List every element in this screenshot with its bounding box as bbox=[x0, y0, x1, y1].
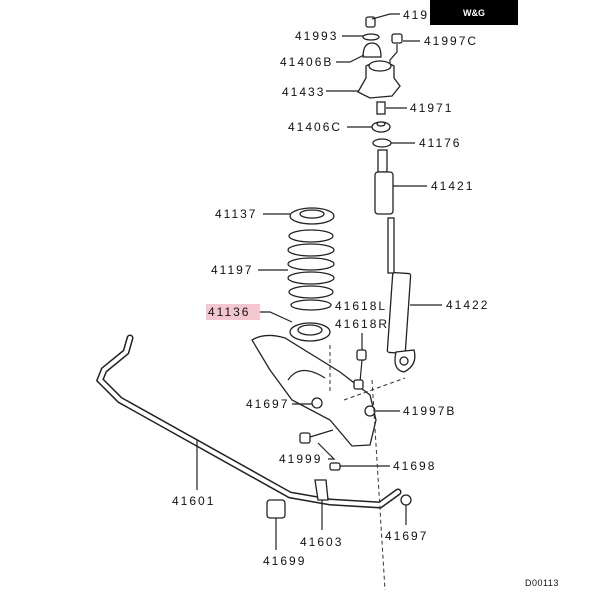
mount-part bbox=[357, 60, 401, 99]
brand-logo: W&G bbox=[430, 0, 518, 25]
bushing-part bbox=[266, 499, 286, 519]
label-41697-right: 41697 bbox=[385, 529, 428, 543]
label-41603: 41603 bbox=[300, 535, 343, 549]
label-41601: 41601 bbox=[172, 494, 215, 508]
bump-stop-part bbox=[374, 149, 394, 215]
lower-seat-part bbox=[289, 322, 331, 342]
label-41433: 41433 bbox=[282, 85, 325, 99]
label-41997b: 41997B bbox=[403, 404, 456, 418]
label-41993: 41993 bbox=[295, 29, 338, 43]
label-41197: 41197 bbox=[211, 263, 253, 277]
label-41406c: 41406C bbox=[288, 120, 342, 134]
nut-parts bbox=[299, 397, 412, 506]
diagram-code: D00113 bbox=[525, 578, 559, 588]
upper-seat-part bbox=[289, 207, 335, 225]
label-41999: 41999 bbox=[279, 452, 322, 466]
label-41618r: 41618R bbox=[335, 317, 389, 331]
label-41699: 41699 bbox=[263, 554, 306, 568]
stabilizer-link-part bbox=[353, 349, 367, 390]
leader-lines bbox=[196, 13, 442, 591]
spring-part bbox=[287, 229, 335, 311]
bushing-c-part bbox=[371, 121, 391, 133]
washer-part bbox=[362, 33, 380, 41]
label-41421: 41421 bbox=[431, 179, 474, 193]
lower-arm-part bbox=[251, 334, 377, 447]
label-41422: 41422 bbox=[446, 298, 489, 312]
label-41176: 41176 bbox=[419, 136, 461, 150]
bushing-b-part bbox=[362, 42, 382, 58]
collar-part bbox=[376, 101, 386, 115]
label-top-nut: 419 bbox=[403, 8, 429, 22]
label-highlight bbox=[206, 304, 260, 320]
label-41137: 41137 bbox=[215, 207, 257, 221]
label-41971: 41971 bbox=[410, 101, 453, 115]
top-nut-part bbox=[365, 16, 376, 28]
label-41618l: 41618L bbox=[335, 299, 387, 313]
label-41997c: 41997C bbox=[424, 34, 478, 48]
label-41406b: 41406B bbox=[280, 55, 333, 69]
cup-part bbox=[372, 138, 392, 148]
shock-part bbox=[386, 217, 416, 373]
label-41136: 41136 bbox=[208, 305, 250, 319]
label-41697-left: 41697 bbox=[246, 397, 289, 411]
stabilizer-bar-part bbox=[95, 334, 402, 509]
bracket-part bbox=[314, 479, 329, 501]
label-41698: 41698 bbox=[393, 459, 436, 473]
